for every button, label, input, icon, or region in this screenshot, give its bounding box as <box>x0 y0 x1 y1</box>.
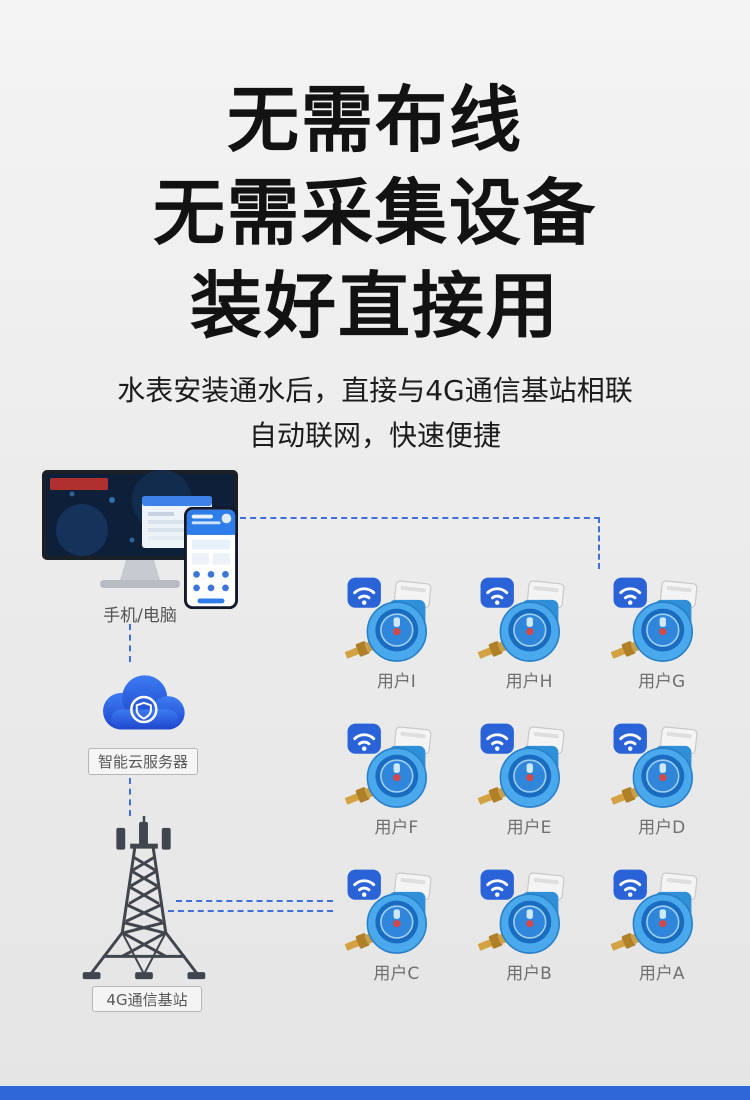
monitor-phone-label: 手机/电脑 <box>103 606 177 626</box>
meter-label: 用户C <box>373 964 420 984</box>
cell-tower-icon <box>70 816 218 986</box>
cloud-server-label-text: 智能云服务器 <box>97 753 188 771</box>
meter-label: 用户I <box>376 672 416 692</box>
connector-tower-to-meters-1 <box>176 900 333 902</box>
subtitle-line-2: 自动联网，快速便捷 <box>248 419 501 452</box>
tower-illustration <box>70 816 218 986</box>
tower-label-text: 4G通信基站 <box>106 990 188 1009</box>
meter-cell-user-a: 用户A <box>598 868 726 984</box>
meter-label: 用户G <box>638 672 686 692</box>
headline-line-2: 无需采集设备 <box>152 171 597 255</box>
meter-cell-user-i: 用户I <box>332 576 460 692</box>
meter-cell-user-d: 用户D <box>598 722 726 838</box>
headline-line-1: 无需布线 <box>226 78 523 162</box>
meter-label: 用户B <box>506 964 552 984</box>
connector-tower-to-meters-2 <box>168 910 333 912</box>
water-meter-icon <box>476 722 582 811</box>
headline: 无需布线 无需采集设备 装好直接用 <box>0 74 750 353</box>
water-meter-icon <box>609 576 715 665</box>
cloud-shield-icon <box>93 663 193 741</box>
cloud-server-label: 智能云服务器 <box>88 748 198 775</box>
meter-cell-user-g: 用户G <box>598 576 726 692</box>
smartphone-icon <box>184 506 238 610</box>
water-meter-icon <box>476 576 582 665</box>
connector-monitor-to-meters <box>240 517 600 519</box>
water-meter-icon <box>343 576 449 665</box>
meter-cell-user-h: 用户H <box>465 576 593 692</box>
tower-label: 4G通信基站 <box>92 986 202 1012</box>
connector-cloud-to-tower <box>129 778 131 816</box>
phone-illustration <box>184 506 238 610</box>
meter-label: 用户D <box>638 818 686 838</box>
connector-monitor-to-cloud <box>129 624 131 662</box>
meter-label: 用户H <box>505 672 553 692</box>
water-meter-icon <box>609 722 715 811</box>
meter-label: 用户A <box>638 964 685 984</box>
cloud-server-illustration <box>93 663 193 741</box>
meter-grid: 用户I 用户H 用户G 用户F 用户E 用户D 用户C 用户B <box>330 576 728 984</box>
water-meter-icon <box>343 868 449 957</box>
subtitle: 水表安装通水后，直接与4G通信基站相联 自动联网，快速便捷 <box>0 368 750 458</box>
water-meter-icon <box>343 722 449 811</box>
water-meter-icon <box>609 868 715 957</box>
meter-label: 用户E <box>506 818 552 838</box>
meter-label: 用户F <box>374 818 419 838</box>
meter-cell-user-f: 用户F <box>332 722 460 838</box>
meter-cell-user-c: 用户C <box>332 868 460 984</box>
connector-down-to-meter-g <box>598 517 600 569</box>
water-meter-icon <box>476 868 582 957</box>
meter-cell-user-b: 用户B <box>465 868 593 984</box>
headline-line-3: 装好直接用 <box>189 264 560 348</box>
meter-cell-user-e: 用户E <box>465 722 593 838</box>
subtitle-line-1: 水表安装通水后，直接与4G通信基站相联 <box>117 374 633 407</box>
footer-accent-bar <box>0 1086 750 1100</box>
